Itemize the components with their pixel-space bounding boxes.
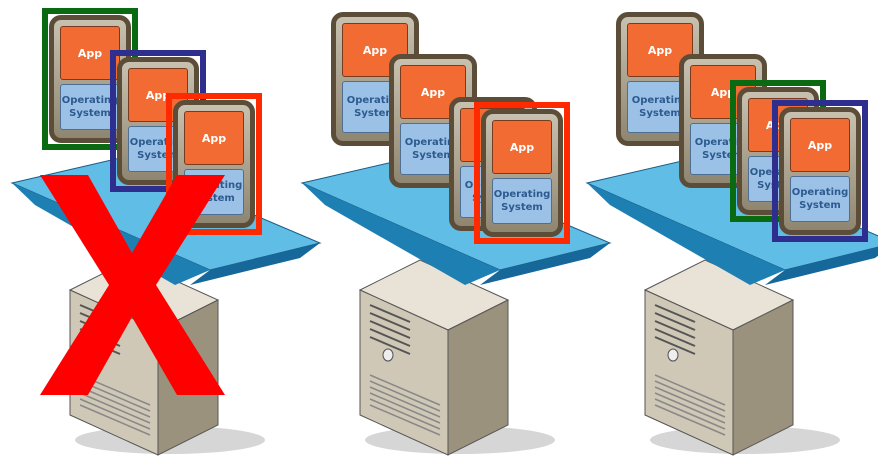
os-label-line: Operating (61, 95, 119, 106)
os-label-line: System (137, 150, 179, 161)
os-label-line: Operating (631, 95, 689, 106)
os-label-line: Operating (694, 137, 752, 148)
os-label-line: System (501, 202, 543, 213)
os-label-line: System (69, 108, 111, 119)
os-label-line: System (193, 193, 235, 204)
os-label-line: System (799, 200, 841, 211)
server-tower-icon (643, 259, 795, 456)
os-label-line: System (639, 108, 681, 119)
os-label-line: Operating (404, 137, 462, 148)
app-label: App (790, 118, 850, 172)
failure-cross-icon (40, 175, 225, 395)
os-label-line: System (354, 108, 396, 119)
os-label-line: Operating (346, 95, 404, 106)
app-label: App (184, 111, 244, 165)
os-label-line: System (412, 150, 454, 161)
os-label-line: Operating (129, 137, 187, 148)
os-label-line: Operating (493, 189, 551, 200)
os-label-line: System (702, 150, 744, 161)
os-label-line: Operating (791, 187, 849, 198)
app-label: App (492, 120, 552, 174)
server-tower-icon (358, 259, 510, 456)
